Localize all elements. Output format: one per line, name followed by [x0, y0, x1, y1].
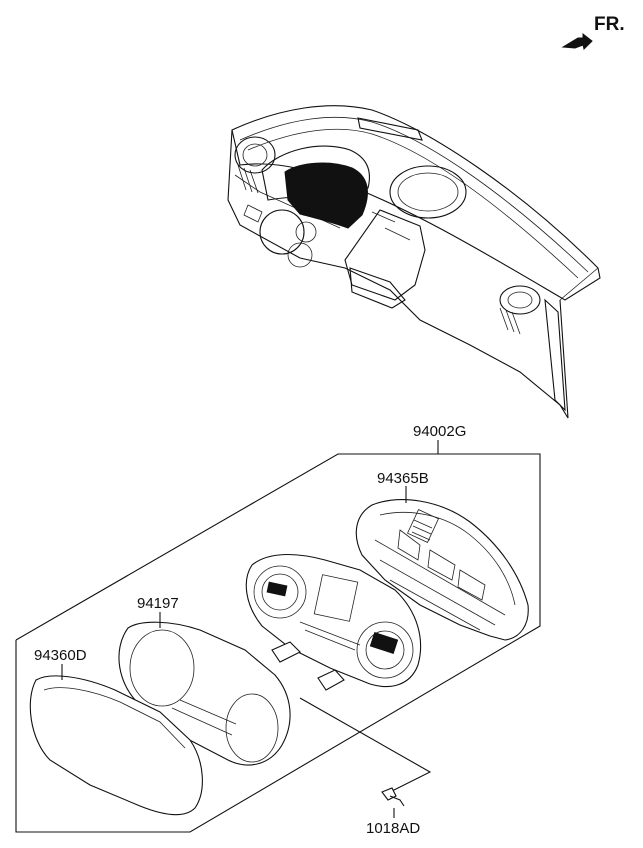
cluster-highlight	[284, 162, 368, 229]
assembly-outline	[15, 440, 541, 833]
arrow-icon	[561, 32, 593, 50]
part-label-case: 94365B	[377, 470, 429, 487]
part-label-screw: 1018AD	[366, 820, 420, 837]
dashboard-illustration	[227, 105, 601, 419]
part-label-glass: 94360D	[34, 647, 87, 664]
screw	[299, 697, 432, 818]
part-label-assembly: 94002G	[413, 423, 466, 440]
front-direction-indicator: FR.	[561, 14, 625, 50]
facia-panel	[118, 612, 291, 766]
rear-case	[355, 486, 529, 641]
direction-label: FR.	[594, 14, 625, 35]
part-label-facia: 94197	[137, 595, 179, 612]
glass-window	[29, 664, 203, 816]
meter-gauges	[245, 553, 422, 691]
